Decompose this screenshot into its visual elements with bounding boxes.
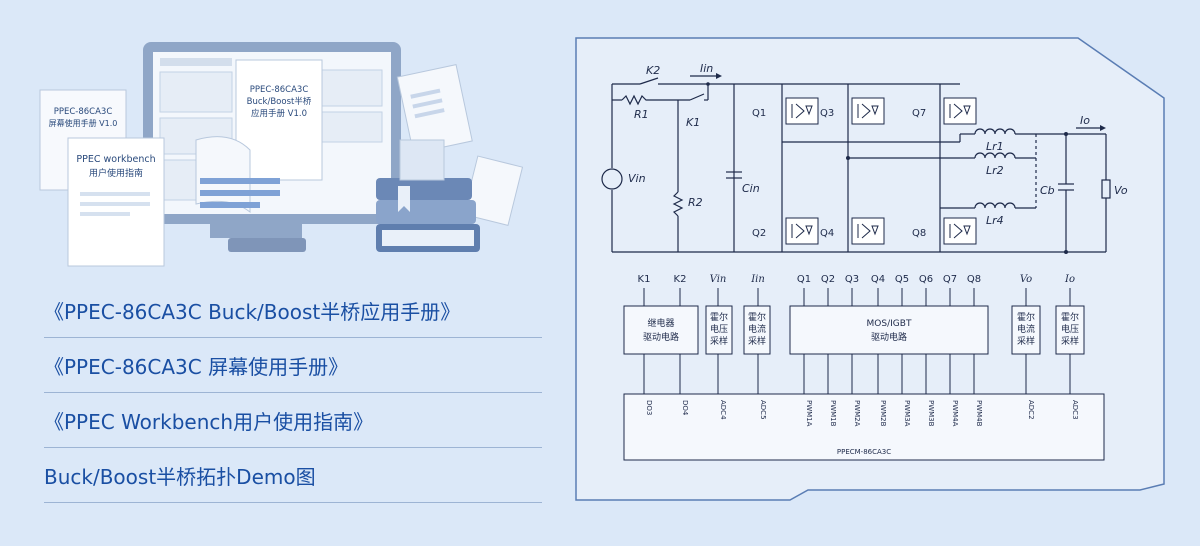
label-io: Io (1080, 114, 1090, 127)
hiin-1: 霍尔 (748, 311, 766, 323)
relay-label-1: 继电器 (647, 317, 674, 329)
sig-iin: Iin (750, 274, 765, 285)
menu-item-topology-demo[interactable]: Buck/Boost半桥拓扑Demo图 (44, 448, 542, 503)
monitor-doc-title-2: Buck/Boost半桥 (247, 96, 312, 107)
mos-driver-block (789, 305, 989, 355)
menu-item-workbench-guide[interactable]: 《PPEC Workbench用户使用指南》 (44, 393, 542, 448)
label-lr2: Lr2 (986, 164, 1004, 177)
sig-q4: Q4 (871, 274, 885, 285)
document-menu: 《PPEC-86CA3C Buck/Boost半桥应用手册》 《PPEC-86C… (44, 283, 542, 503)
label-lr4: Lr4 (986, 214, 1004, 227)
monitor-illustration: PPEC-86CA3C Buck/Boost半桥 应用手册 V1.0 (143, 42, 401, 252)
menu-item-buck-boost-manual[interactable]: 《PPEC-86CA3C Buck/Boost半桥应用手册》 (44, 283, 542, 338)
label-vo-load: Vo (1114, 184, 1128, 197)
screen-manual-title-1: PPEC-86CA3C (54, 107, 113, 117)
circuit-diagram: K2 K1 R1 R2 Vin Cin Cb Vo Iin Io Lr1 Lr2… (575, 37, 1165, 501)
label-cb: Cb (1040, 184, 1055, 197)
workbench-guide-title-1: PPEC workbench (76, 154, 155, 165)
hall-current-out-block (1011, 305, 1041, 355)
sig-q5: Q5 (895, 274, 909, 285)
sig-k2: K2 (674, 274, 687, 285)
label-r1: R1 (634, 108, 649, 121)
controller-label: PPECM-86CA3C (837, 448, 891, 456)
pin-label-adc5: ADC5 (759, 400, 767, 420)
hall-current-in-block (743, 305, 771, 355)
pin-label-pwm2b: PWM2B (879, 400, 887, 427)
books-illustration (376, 139, 480, 252)
label-q8: Q8 (912, 228, 926, 239)
mos-label-2: 驱动电路 (871, 331, 907, 343)
pin-label-pwm4b: PWM4B (975, 400, 983, 427)
hiin-2: 电流 (748, 323, 766, 335)
hiin-3: 采样 (748, 335, 766, 347)
sig-q2: Q2 (821, 274, 835, 285)
label-k1: K1 (686, 116, 700, 129)
mos-label-1: MOS/IGBT (867, 319, 912, 329)
label-r2: R2 (688, 196, 703, 209)
pin-label-do4: DO4 (681, 400, 689, 416)
label-k2: K2 (646, 64, 660, 77)
sig-q7: Q7 (943, 274, 957, 285)
label-q3: Q3 (820, 108, 834, 119)
relay-label-2: 驱动电路 (643, 331, 679, 343)
label-q7: Q7 (912, 108, 926, 119)
sig-io: Io (1064, 274, 1075, 285)
monitor-doc-title-1: PPEC-86CA3C (250, 85, 309, 95)
hvout-1: 霍尔 (1061, 311, 1079, 323)
label-lr1: Lr1 (986, 140, 1004, 153)
pin-label-pwm4a: PWM4A (951, 400, 959, 427)
hvout-2: 电压 (1061, 323, 1079, 335)
monitor-doc-title-3: 应用手册 V1.0 (251, 108, 307, 119)
hall-voltage-in-block (705, 305, 733, 355)
pin-label-pwm2a: PWM2A (853, 400, 861, 427)
label-vin-source: Vin (628, 172, 646, 185)
sig-q3: Q3 (845, 274, 859, 285)
relay-driver-block (623, 305, 699, 355)
hvin-1: 霍尔 (710, 311, 728, 323)
sig-k1: K1 (638, 274, 651, 285)
pin-label-adc3: ADC3 (1071, 400, 1079, 420)
pin-label-adc4: ADC4 (719, 400, 727, 420)
workbench-guide-title-2: 用户使用指南 (89, 167, 143, 179)
hvin-2: 电压 (710, 323, 728, 335)
hiout-1: 霍尔 (1017, 311, 1035, 323)
workbench-guide-illustration: PPEC workbench 用户使用指南 (67, 137, 165, 267)
label-q4: Q4 (820, 228, 834, 239)
menu-item-screen-manual[interactable]: 《PPEC-86CA3C 屏幕使用手册》 (44, 338, 542, 393)
hvin-3: 采样 (710, 335, 728, 347)
hiout-2: 电流 (1017, 323, 1035, 335)
hvout-3: 采样 (1061, 335, 1079, 347)
sig-vo: Vo (1020, 274, 1032, 285)
label-cin: Cin (742, 182, 760, 195)
screen-manual-title-2: 屏幕使用手册 V1.0 (49, 118, 118, 128)
sig-q8: Q8 (967, 274, 981, 285)
pin-label-do3: DO3 (645, 400, 653, 415)
pin-label-adc2: ADC2 (1027, 400, 1035, 420)
sig-q1: Q1 (797, 274, 811, 285)
pin-label-pwm1b: PWM1B (829, 400, 837, 427)
pin-label-pwm1a: PWM1A (805, 400, 813, 427)
label-q2: Q2 (752, 228, 766, 239)
sig-q6: Q6 (919, 274, 933, 285)
pin-label-pwm3a: PWM3A (903, 400, 911, 427)
sig-vin: Vin (710, 274, 727, 285)
controller-block (623, 393, 1105, 461)
pin-label-pwm3b: PWM3B (927, 400, 935, 427)
hall-voltage-out-block (1055, 305, 1085, 355)
label-q1: Q1 (752, 108, 766, 119)
papers-illustration (396, 64, 524, 227)
hiout-3: 采样 (1017, 335, 1035, 347)
label-iin: Iin (700, 62, 713, 75)
